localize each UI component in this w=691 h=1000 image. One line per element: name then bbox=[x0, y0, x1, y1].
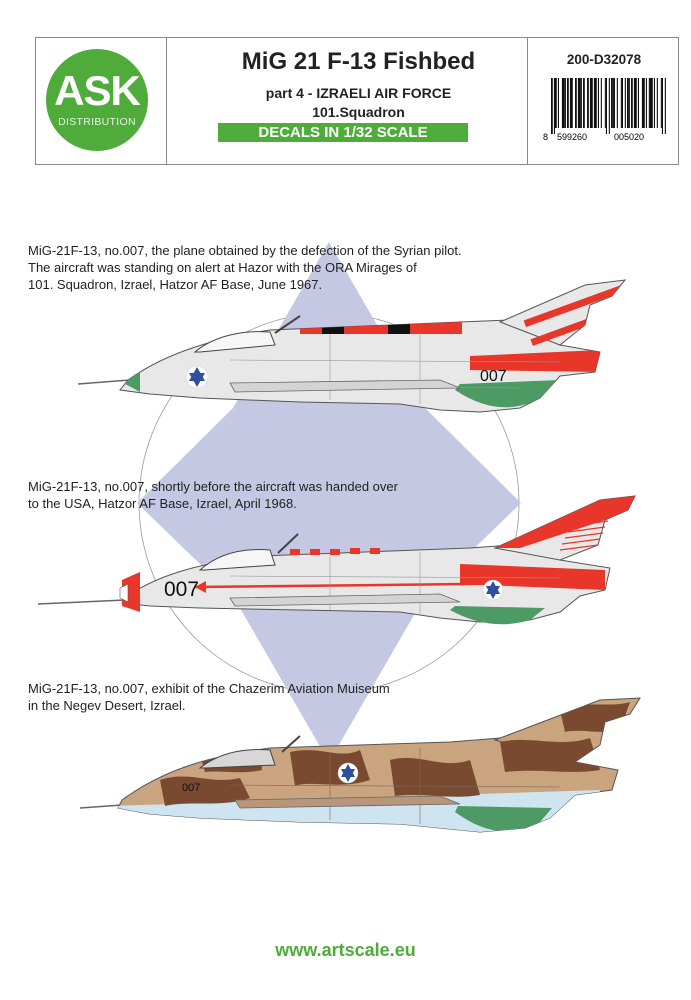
header-box: ASK DISTRIBUTION MiG 21 F-13 Fishbed par… bbox=[35, 37, 679, 165]
barcode-bar bbox=[580, 78, 582, 128]
barcode-bar bbox=[624, 78, 626, 128]
barcode-bar bbox=[661, 78, 663, 134]
barcode-bar bbox=[653, 78, 655, 128]
barcode-bar bbox=[593, 78, 595, 128]
barcode-bar bbox=[591, 78, 593, 128]
barcode-bar bbox=[648, 78, 650, 128]
barcode-bar bbox=[635, 78, 637, 128]
barcode-digits-3: 005020 bbox=[614, 132, 644, 142]
barcode-bar bbox=[567, 78, 569, 128]
aircraft-number-1: 007 bbox=[480, 368, 507, 385]
barcode-bar bbox=[597, 78, 599, 128]
logo-subtext: DISTRIBUTION bbox=[58, 116, 136, 128]
barcode-bar bbox=[651, 78, 653, 128]
barcode-bar bbox=[656, 78, 658, 128]
barcode-bar bbox=[605, 78, 607, 134]
profile-3-caption: MiG-21F-13, no.007, exhibit of the Chaze… bbox=[28, 680, 390, 714]
barcode-bar bbox=[649, 78, 651, 128]
mig21-profile-3: 007 bbox=[79, 697, 641, 833]
scale-banner: DECALS IN 1/32 SCALE bbox=[218, 123, 468, 142]
barcode-bar bbox=[616, 78, 618, 128]
star-of-david-down bbox=[233, 596, 425, 762]
barcode-bar bbox=[660, 78, 662, 128]
barcode-bar bbox=[611, 78, 613, 128]
barcode-bar bbox=[583, 78, 585, 128]
squadron-label: 101.Squadron bbox=[312, 104, 405, 120]
product-title: MiG 21 F-13 Fishbed bbox=[241, 48, 476, 75]
caption-line: in the Negev Desert, Izrael. bbox=[28, 698, 186, 713]
barcode-bar bbox=[608, 78, 610, 134]
mig21-profile-2: 007 bbox=[37, 495, 636, 625]
barcode-bar bbox=[564, 78, 566, 128]
logo-word: ASK bbox=[54, 67, 141, 114]
barcode-bar bbox=[557, 78, 559, 128]
aircraft-number-3: 007 bbox=[182, 782, 200, 794]
barcode-bar bbox=[645, 78, 647, 128]
barcode-bar bbox=[563, 78, 565, 128]
barcode-bar bbox=[595, 78, 597, 128]
barcode: 8 599260 005020 bbox=[543, 78, 666, 142]
barcode-bar bbox=[571, 78, 573, 128]
barcode-bar bbox=[641, 78, 643, 128]
barcode-bar bbox=[631, 78, 633, 128]
product-code: 200-D32078 bbox=[566, 52, 642, 67]
ask-logo: ASK DISTRIBUTION bbox=[46, 49, 148, 151]
barcode-bar bbox=[620, 78, 622, 128]
caption-line: 101. Squadron, Izrael, Hatzor AF Base, J… bbox=[28, 277, 323, 292]
barcode-bar bbox=[621, 78, 623, 128]
caption-line: The aircraft was standing on alert at Ha… bbox=[28, 260, 417, 275]
barcode-bar bbox=[627, 78, 629, 128]
barcode-bar bbox=[579, 78, 581, 128]
barcode-bar bbox=[561, 78, 563, 128]
website-url[interactable]: www.artscale.eu bbox=[275, 940, 416, 960]
star-of-david-center bbox=[137, 408, 521, 596]
barcode-bar bbox=[575, 78, 577, 128]
barcode-bar bbox=[613, 78, 615, 128]
barcode-bar bbox=[553, 78, 555, 134]
caption-line: to the USA, Hatzor AF Base, Izrael, Apri… bbox=[28, 496, 297, 511]
profile-2-caption: MiG-21F-13, no.007, shortly before the a… bbox=[28, 478, 398, 512]
barcode-bar bbox=[612, 78, 614, 128]
barcode-bar bbox=[555, 78, 557, 128]
barcode-digit-1: 8 bbox=[543, 132, 548, 142]
barcode-digits-2: 599260 bbox=[557, 132, 587, 142]
caption-line: MiG-21F-13, no.007, shortly before the a… bbox=[28, 479, 398, 494]
barcode-bar bbox=[637, 78, 639, 128]
barcode-bar bbox=[577, 78, 579, 128]
barcode-bar bbox=[600, 78, 602, 128]
caption-line: MiG-21F-13, no.007, exhibit of the Chaze… bbox=[28, 681, 390, 696]
barcode-bar bbox=[633, 78, 635, 128]
profile-1-caption: MiG-21F-13, no.007, the plane obtained b… bbox=[28, 242, 462, 293]
header-divider-left bbox=[166, 38, 167, 164]
barcode-bar bbox=[643, 78, 645, 128]
barcode-bar bbox=[587, 78, 589, 128]
caption-line: MiG-21F-13, no.007, the plane obtained b… bbox=[28, 243, 462, 258]
barcode-bar bbox=[604, 78, 606, 128]
product-subtitle: part 4 - IZRAELI AIR FORCE bbox=[265, 85, 452, 101]
header-divider-right bbox=[527, 38, 528, 164]
barcode-bar bbox=[628, 78, 630, 128]
barcode-bar bbox=[589, 78, 591, 128]
barcode-bar bbox=[569, 78, 571, 128]
barcode-bar bbox=[551, 78, 553, 134]
barcode-bar bbox=[664, 78, 666, 134]
aircraft-number-2: 007 bbox=[164, 578, 199, 601]
